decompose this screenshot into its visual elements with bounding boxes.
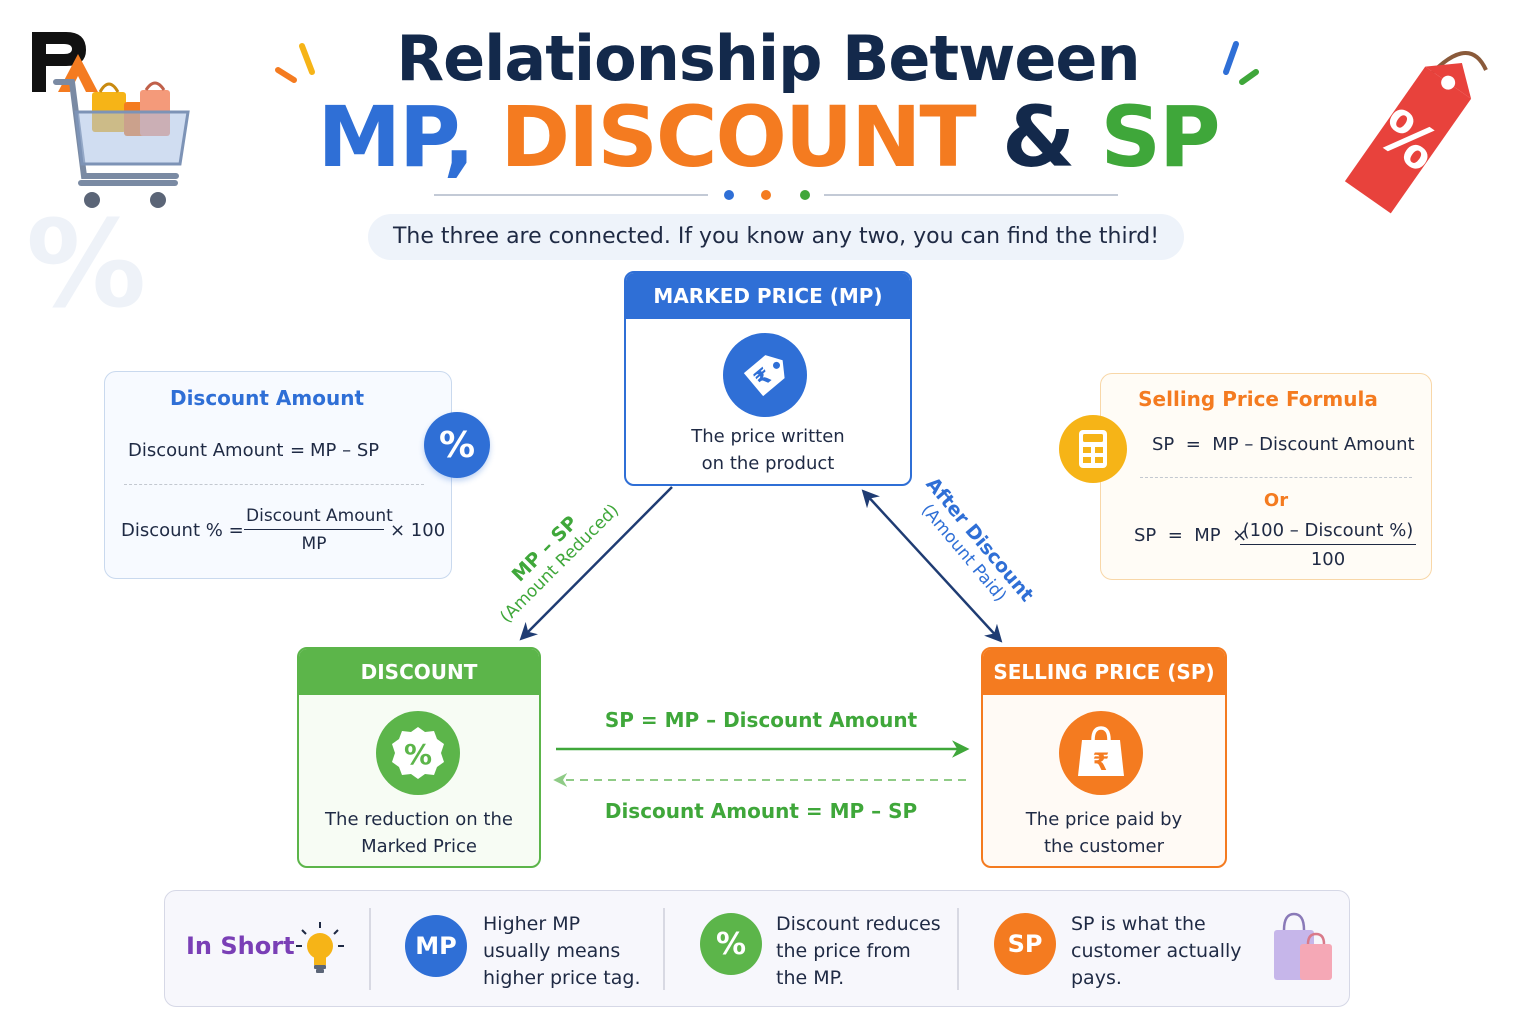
sp-formula-fraction: (100 – Discount %) 100 <box>1240 520 1416 570</box>
arrow-mp-to-discount <box>519 486 673 641</box>
discount-formula-line1-left: Discount Amount <box>128 440 284 461</box>
sp-formula-divider <box>1140 477 1412 478</box>
bottom-arrow-label-bottom: Discount Amount = MP – SP <box>604 799 918 823</box>
selling-price-card: SELLING PRICE (SP) The price paid by the… <box>981 647 1227 868</box>
discount-desc-line1: The reduction on the <box>325 809 513 830</box>
discount-formula-line1-eq: = <box>290 440 306 461</box>
sp-formula-numerator: (100 – Discount %) <box>1240 520 1416 545</box>
calculator-icon <box>1059 415 1127 483</box>
discount-formula-line1-right: MP – SP <box>310 440 380 461</box>
mp-badge-text: MP <box>415 932 457 960</box>
discount-tag-icon: % <box>1344 51 1488 214</box>
subtitle: The three are connected. If you know any… <box>368 214 1184 260</box>
sp-badge-icon: SP <box>994 913 1056 975</box>
in-short-item-mp: Higher MP usually means higher price tag… <box>483 911 640 992</box>
title-sp: SP <box>1100 88 1220 186</box>
mp-badge-icon: MP <box>405 915 467 977</box>
discount-formula-title: Discount Amount <box>169 386 365 410</box>
in-short-item-mp-line1: Higher MP <box>483 913 581 935</box>
marked-price-title: MARKED PRICE (MP) <box>626 273 910 319</box>
svg-text:₹: ₹ <box>1093 748 1110 776</box>
in-short-item-mp-line3: higher price tag. <box>483 967 641 989</box>
percent-seal-icon: % <box>376 711 460 795</box>
sp-formula-line2-left: SP = MP × <box>1134 525 1248 546</box>
in-short-item-discount-line3: the MP. <box>776 967 845 989</box>
in-short-title: In Short <box>186 932 295 960</box>
marked-price-desc-line2: on the product <box>701 453 835 474</box>
discount-formula-numerator: Discount Amount <box>244 506 393 530</box>
lightbulb-icon <box>296 922 344 973</box>
in-short-divider <box>369 908 371 990</box>
price-tag-icon: ₹ <box>723 333 807 417</box>
page-title: Relationship Between <box>396 22 1140 95</box>
in-short-item-mp-line2: usually means <box>483 940 621 962</box>
in-short-divider <box>663 908 665 990</box>
title-divider <box>434 190 1118 200</box>
discount-formula-line2-left: Discount % = <box>121 520 244 541</box>
title-discount: DISCOUNT <box>500 88 976 186</box>
discount-formula-denominator: MP <box>301 534 327 554</box>
discount-desc-line2: Marked Price <box>361 836 477 857</box>
selling-price-desc-line1: The price paid by <box>1025 809 1183 830</box>
in-short-item-sp-line1: SP is what the <box>1071 913 1206 935</box>
title-ampersand: & <box>1001 88 1075 186</box>
marked-price-desc-line1: The price written <box>691 426 845 447</box>
sp-formula-line1: SP = MP – Discount Amount <box>1152 434 1415 455</box>
selling-price-desc-line2: the customer <box>1043 836 1165 857</box>
discount-formula-line2-right: × 100 <box>390 520 446 541</box>
discount-formula-divider <box>124 484 424 485</box>
percent-badge-glyph: % <box>438 424 476 466</box>
page-title-highlight: MP, DISCOUNT & SP <box>0 88 1536 186</box>
percent-badge-icon: % <box>424 412 490 478</box>
in-short-item-discount-line2: the price from <box>776 940 911 962</box>
discount-title: DISCOUNT <box>299 649 539 695</box>
discount-badge-icon: % <box>700 913 762 975</box>
sp-formula-box <box>1100 373 1432 580</box>
marked-price-card: MARKED PRICE (MP) The price written on t… <box>624 271 912 486</box>
in-short-item-discount: Discount reduces the price from the MP. <box>776 911 941 992</box>
shopping-bag-icon: ₹ <box>1059 711 1143 795</box>
sparkle-right-icon <box>1223 41 1259 85</box>
shopping-bags-icon <box>1274 912 1332 980</box>
discount-formula-fraction: Discount Amount MP <box>244 506 393 554</box>
in-short-divider <box>957 908 959 990</box>
bottom-arrow-label-top: SP = MP – Discount Amount <box>604 708 918 732</box>
selling-price-title: SELLING PRICE (SP) <box>983 649 1225 695</box>
shopping-cart-icon <box>53 79 190 208</box>
sp-badge-text: SP <box>1007 930 1043 958</box>
in-short-item-sp-line3: pays. <box>1071 967 1122 989</box>
in-short-item-discount-line1: Discount reduces <box>776 913 941 935</box>
in-short-item-sp: SP is what the customer actually pays. <box>1071 911 1242 992</box>
sparkle-left-icon <box>275 43 315 83</box>
sp-formula-denominator: 100 <box>1310 549 1346 570</box>
arrow-mp-sp <box>861 489 1003 643</box>
in-short-item-sp-line2: customer actually <box>1071 940 1242 962</box>
sp-formula-title: Selling Price Formula <box>1138 387 1378 411</box>
svg-text:%: % <box>404 738 432 771</box>
sp-formula-or: Or <box>1263 490 1289 511</box>
title-mp: MP, <box>317 88 475 186</box>
faint-percent-icon: % <box>26 196 147 335</box>
discount-badge-text: % <box>715 926 747 962</box>
